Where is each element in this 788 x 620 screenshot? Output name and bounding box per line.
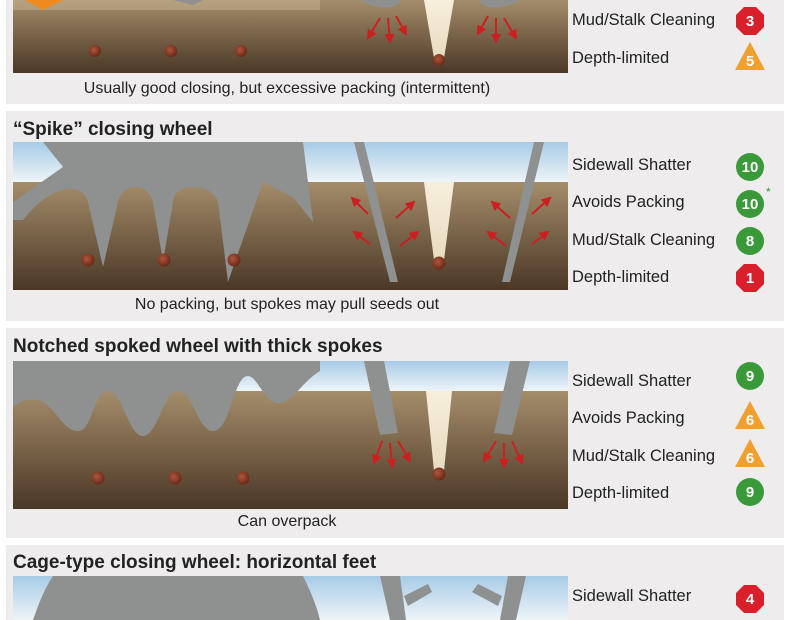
- footnote-asterisk: *: [766, 185, 771, 199]
- section-title: Cage-type closing wheel: horizontal feet: [13, 552, 377, 573]
- section-title: “Spike” closing wheel: [13, 119, 213, 140]
- section-caption: Usually good closing, but excessive pack…: [83, 80, 491, 97]
- section-caption: Can overpack: [237, 513, 337, 530]
- svg-text:9: 9: [746, 484, 754, 501]
- section-title: Notched spoked wheel with thick spokes: [13, 336, 383, 357]
- wheel-side-view: [13, 142, 320, 290]
- rating-label: Sidewall Shatter: [572, 587, 692, 605]
- svg-text:9: 9: [746, 368, 754, 385]
- green-circle-badge: 9: [736, 362, 764, 390]
- furrow-cross-section: [320, 576, 568, 620]
- rating-label: Depth-limited: [572, 484, 670, 502]
- svg-text:6: 6: [746, 450, 754, 467]
- orange-triangle-badge: 6: [735, 439, 765, 467]
- svg-text:10: 10: [742, 159, 759, 176]
- section-spike-wheel: “Spike” closing wheel No packing, but sp…: [6, 111, 784, 321]
- furrow-cross-section: [320, 142, 568, 290]
- rating-label: Avoids Packing: [572, 193, 685, 211]
- furrow-cross-section: [320, 0, 568, 73]
- red-octagon-badge: 4: [736, 585, 764, 613]
- wheel-side-view: [13, 576, 320, 620]
- green-circle-badge: 8: [736, 227, 764, 255]
- section-notched-wheel: Notched spoked wheel with thick spokes C…: [6, 328, 784, 538]
- green-circle-badge: 9: [736, 478, 764, 506]
- section-top-partial: Usually good closing, but excessive pack…: [6, 0, 784, 104]
- rating-label: Depth-limited: [572, 268, 670, 286]
- rating-label: Depth-limited: [572, 49, 670, 67]
- red-octagon-badge: 1: [736, 264, 764, 292]
- rating-label: Avoids Packing: [572, 409, 685, 427]
- rating-label: Mud/Stalk Cleaning: [572, 231, 716, 249]
- svg-text:10: 10: [742, 196, 759, 213]
- section-caption: No packing, but spokes may pull seeds ou…: [134, 296, 440, 313]
- svg-text:8: 8: [746, 233, 754, 250]
- orange-triangle-badge: 6: [735, 401, 765, 429]
- section-cage-wheel: Cage-type closing wheel: horizontal feet…: [6, 545, 784, 620]
- svg-text:6: 6: [746, 412, 754, 429]
- orange-triangle-badge: 5: [735, 42, 765, 70]
- wheel-side-view: [13, 0, 320, 73]
- red-octagon-badge: 3: [736, 7, 764, 35]
- rating-label: Sidewall Shatter: [572, 372, 692, 390]
- svg-text:4: 4: [746, 591, 755, 608]
- green-circle-badge: 10: [736, 190, 764, 218]
- furrow-cross-section: [320, 361, 568, 509]
- green-circle-badge: 10: [736, 153, 764, 181]
- rating-label: Mud/Stalk Cleaning: [572, 447, 716, 465]
- rating-label: Sidewall Shatter: [572, 156, 692, 174]
- wheel-side-view: [13, 361, 320, 509]
- svg-text:1: 1: [746, 270, 754, 287]
- svg-text:5: 5: [746, 53, 754, 70]
- rating-label: Mud/Stalk Cleaning: [572, 11, 716, 29]
- svg-text:3: 3: [746, 13, 754, 30]
